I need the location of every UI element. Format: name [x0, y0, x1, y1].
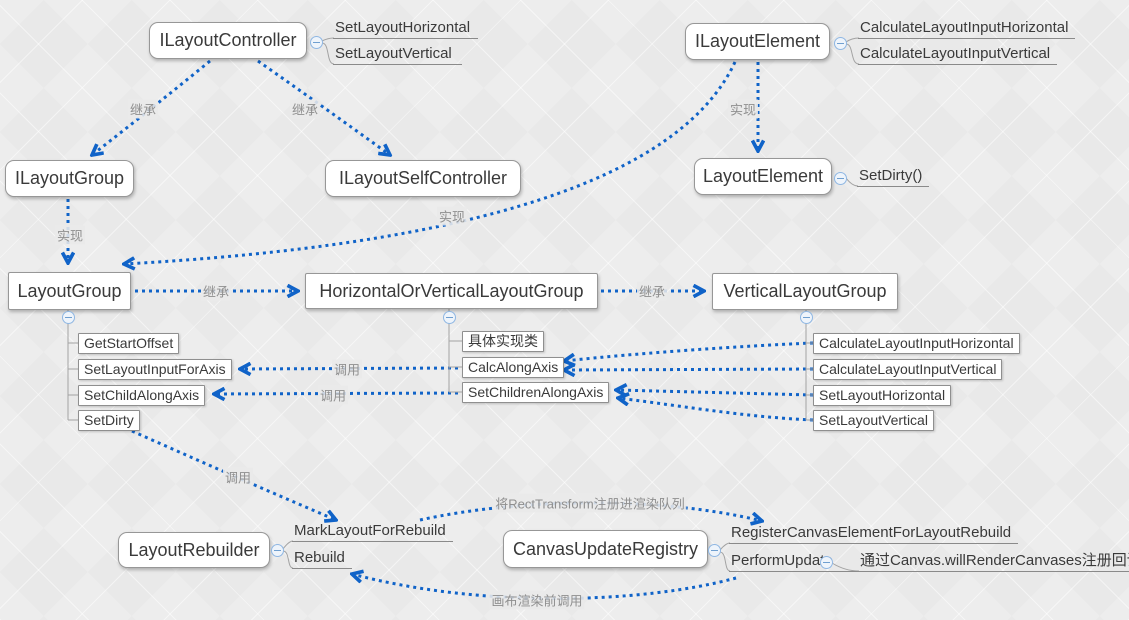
branch-performupdate-note	[831, 562, 860, 572]
edge-label-before-canvas-render-note: 画布渲染前调用	[489, 590, 585, 610]
edge-ilayoutelement-to-layoutgroup	[124, 61, 737, 264]
edge-label-implement-layoutelement: 实现	[727, 99, 759, 119]
edge-label-inherit-hovlayoutgroup: 继承	[200, 281, 232, 301]
method-setchildalongaxis-of-layoutgroup[interactable]: SetChildAlongAxis	[78, 385, 206, 406]
method-setdirty-of-layoutelement[interactable]: SetDirty()	[857, 167, 930, 187]
method-setlayoutvertical-of-ilayoutcontroller[interactable]: SetLayoutVertical	[333, 45, 462, 65]
edge-ilayoutcontroller-to-ilayoutgroup	[92, 59, 211, 155]
collapse-badge-layoutrebuilder[interactable]	[271, 544, 284, 557]
edge-setlayoutvertical-to-setchildrenalongaxis	[618, 398, 814, 422]
collapse-badge-ilayoutelement[interactable]	[834, 37, 847, 50]
edge-setlayouthorizontal-to-setchildrenalongaxis	[616, 390, 814, 395]
method-rebuild-of-layoutrebuilder[interactable]: Rebuild	[292, 549, 352, 569]
node-ilayoutselfcontroller[interactable]: ILayoutSelfController	[325, 160, 521, 197]
edge-calcalongaxis-to-setlayoutinputforaxis	[240, 368, 459, 369]
edge-label-inherit-ilayoutgroup: 继承	[127, 99, 159, 119]
method-setlayouthorizontal-of-ilayoutcontroller[interactable]: SetLayoutHorizontal	[333, 19, 478, 39]
method-calculatelayoutinputvertical-of-verticallayoutgroup[interactable]: CalculateLayoutInputVertical	[813, 359, 1003, 380]
edge-label-inherit-ilayoutselfcontroller: 继承	[289, 99, 321, 119]
node-ilayoutgroup[interactable]: ILayoutGroup	[5, 160, 134, 197]
method-getstartoffset-of-layoutgroup[interactable]: GetStartOffset	[78, 333, 180, 354]
collapse-badge-layoutgroup[interactable]	[62, 311, 75, 324]
method-setlayoutvertical-of-verticallayoutgroup[interactable]: SetLayoutVertical	[813, 410, 934, 431]
node-verticallayoutgroup[interactable]: VerticalLayoutGroup	[712, 273, 898, 310]
node-ilayoutelement[interactable]: ILayoutElement	[685, 23, 830, 60]
edge-label-register-recttransform-note: 将RectTransform注册进渲染队列	[493, 493, 687, 513]
branch-ilayoutcontroller-methods	[321, 37, 335, 65]
node-canvasupdateregistry[interactable]: CanvasUpdateRegistry	[503, 530, 708, 568]
edge-ilayoutcontroller-to-ilayoutselfcontroller	[257, 59, 390, 155]
collapse-badge-verticallayoutgroup[interactable]	[800, 311, 813, 324]
method-performupdate-of-canvasupdateregistry[interactable]: PerformUpdate	[729, 552, 865, 572]
edge-label-implement-layoutgroup-from-ilayoutgroup: 实现	[54, 225, 86, 245]
edge-setchildrenalongaxis-to-setchildalongaxis	[214, 393, 459, 394]
method-setlayouthorizontal-of-verticallayoutgroup[interactable]: SetLayoutHorizontal	[813, 385, 952, 406]
edge-calclayoutinputvertical-to-calcalongaxis	[564, 369, 814, 370]
method-setdirty-of-layoutgroup[interactable]: SetDirty	[78, 410, 140, 431]
edge-label-call-setchildalongaxis: 调用	[317, 385, 349, 405]
method-registercanvaselementforlayoutrebuild-of-canvasupdateregistry[interactable]: RegisterCanvasElementForLayoutRebuild	[729, 524, 1019, 544]
collapse-badge-performupdate[interactable]	[820, 556, 833, 569]
note-performupdate-callback[interactable]: 通过Canvas.willRenderCanvases注册回调	[858, 552, 1129, 572]
edge-label-implement-layoutgroup-from-ilayoutelement: 实现	[436, 206, 468, 226]
method-setchildrenalongaxis-of-hovlayoutgroup[interactable]: SetChildrenAlongAxis	[462, 382, 610, 403]
method-calculatelayoutinputhorizontal-of-ilayoutelement[interactable]: CalculateLayoutInputHorizontal	[858, 19, 1076, 39]
node-horizontalorverticallayoutgroup[interactable]: HorizontalOrVerticalLayoutGroup	[305, 273, 598, 309]
method-calcalongaxis-of-hovlayoutgroup[interactable]: CalcAlongAxis	[462, 357, 565, 378]
note-concrete-implementation-class[interactable]: 具体实现类	[462, 331, 544, 352]
edge-label-call-setlayoutinputforaxis: 调用	[331, 359, 363, 379]
collapse-badge-canvasupdateregistry[interactable]	[708, 544, 721, 557]
method-calculatelayoutinputhorizontal-of-verticallayoutgroup[interactable]: CalculateLayoutInputHorizontal	[813, 333, 1020, 354]
node-layoutelement[interactable]: LayoutElement	[694, 158, 832, 195]
branch-ilayoutelement-methods	[845, 37, 860, 65]
edge-label-call-marklayoutforrebuild: 调用	[222, 467, 254, 487]
collapse-badge-ilayoutcontroller[interactable]	[310, 36, 323, 49]
edge-marklayoutforrebuild-to-registercanvaselement	[419, 501, 762, 521]
method-marklayoutforrebuild-of-layoutrebuilder[interactable]: MarkLayoutForRebuild	[292, 522, 453, 542]
branch-layoutelement-methods	[845, 177, 859, 187]
collapse-badge-hovlayoutgroup[interactable]	[443, 311, 456, 324]
edge-calclayoutinputhorizontal-to-calcalongaxis	[564, 341, 814, 361]
method-calculatelayoutinputvertical-of-ilayoutelement[interactable]: CalculateLayoutInputVertical	[858, 45, 1058, 65]
method-setlayoutinputforaxis-of-layoutgroup[interactable]: SetLayoutInputForAxis	[78, 359, 232, 380]
collapse-badge-layoutelement[interactable]	[834, 172, 847, 185]
edge-performupdate-to-rebuild	[352, 574, 737, 600]
tree-hovlayoutgroup-methods	[448, 309, 462, 393]
tree-verticallayoutgroup-methods	[805, 310, 813, 421]
tree-layoutgroup-methods	[67, 310, 78, 421]
node-ilayoutcontroller[interactable]: ILayoutController	[149, 22, 307, 59]
node-layoutgroup[interactable]: LayoutGroup	[8, 272, 131, 310]
node-layoutrebuilder[interactable]: LayoutRebuilder	[118, 532, 270, 568]
edge-label-inherit-verticallayoutgroup: 继承	[636, 281, 668, 301]
